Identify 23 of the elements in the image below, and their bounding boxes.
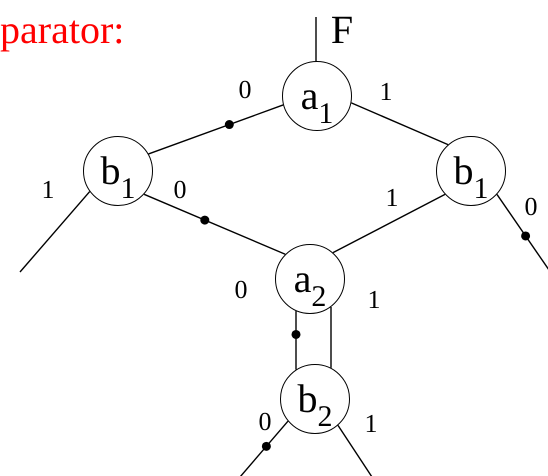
- edge-label: 0: [238, 77, 252, 103]
- edge-line: [148, 104, 284, 155]
- edge-line: [332, 194, 446, 254]
- edge-line: [239, 420, 288, 476]
- edge-label: 1: [386, 185, 398, 211]
- edge-line: [496, 194, 548, 270]
- edge-label: 1: [380, 79, 392, 105]
- edge-line: [330, 307, 332, 368]
- edge-line: [19, 191, 90, 272]
- edge-line: [295, 311, 297, 370]
- edge-line: [337, 425, 373, 476]
- edge-label: 1: [42, 177, 54, 203]
- edge-label: 1: [368, 287, 380, 313]
- edge-line: [144, 194, 286, 255]
- edge-label: 0: [524, 194, 538, 220]
- edge-line: [315, 17, 317, 62]
- edge-label: 0: [258, 409, 272, 435]
- edge-label: 0: [234, 277, 248, 303]
- edge-line: [351, 102, 448, 146]
- edge-label: F: [330, 10, 354, 50]
- edge-label: 0: [174, 177, 186, 203]
- edge-label: 1: [364, 411, 378, 437]
- title: parator:: [0, 10, 124, 50]
